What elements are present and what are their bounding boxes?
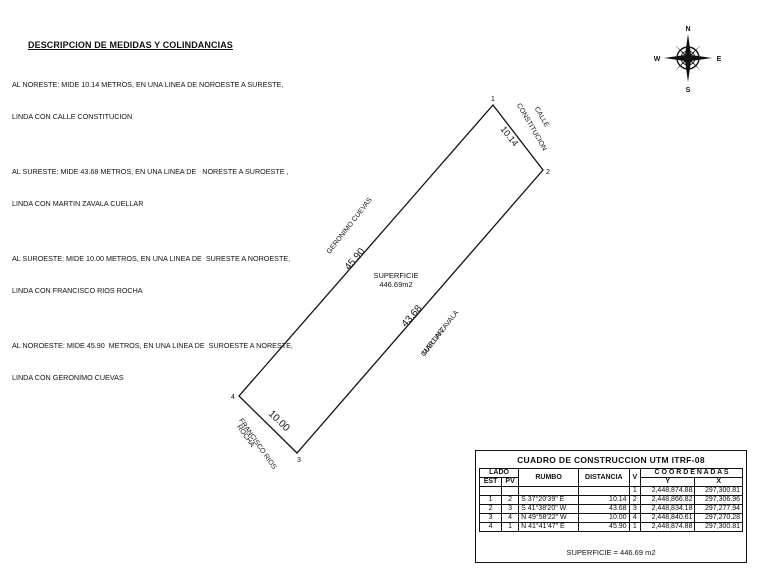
area-value: 446.69m2 (379, 280, 412, 289)
table-row: 4 1 N 41°41'47" E 45.90 1 2,448,874.88 2… (478, 522, 743, 532)
description-line: AL NORESTE: MIDE 10.14 METROS, EN UNA LI… (12, 80, 284, 89)
cell-rumbo: S 41°38'20" W (518, 504, 580, 514)
table-row: 2 3 S 41°38'20" W 43.68 3 2,448,834.18 2… (478, 504, 743, 514)
description-item-se: AL SURESTE: MIDE 43.68 METROS, EN UNA LI… (12, 146, 312, 230)
table-row: 1 2,448,874.88 297,300.81 (478, 486, 743, 496)
header-est: EST (478, 477, 503, 487)
cell-y: 2,448,866.82 (640, 495, 696, 505)
compass-west-point (664, 55, 688, 61)
description-item-ne: AL NORESTE: MIDE 10.14 METROS, EN UNA LI… (12, 59, 312, 143)
cell-rumbo: N 49°58'22" W (518, 513, 580, 523)
cell-rumbo (518, 486, 580, 496)
cell-distancia: 43.68 (578, 504, 630, 514)
header-x: X (694, 477, 743, 487)
cell-v: 1 (628, 522, 642, 532)
cell-est: 1 (478, 495, 503, 505)
cell-pv: 3 (501, 504, 520, 514)
vertex-label-2: 2 (546, 169, 550, 176)
cell-est: 2 (478, 504, 503, 514)
cell-y: 2,448,834.18 (640, 504, 696, 514)
cell-y: 2,448,840.61 (640, 513, 696, 523)
area-label: SUPERFICIE (373, 271, 418, 280)
compass-nw-point (675, 45, 688, 58)
description-line: LINDA CON FRANCISCO RIOS ROCHA (12, 285, 143, 295)
cell-x: 297,306.96 (694, 495, 743, 505)
compass-south-point (685, 58, 691, 82)
side-length-2-3: 43.68 (400, 303, 425, 329)
cell-v: 3 (628, 504, 642, 514)
construction-table: LADO RUMBO DISTANCIA V C O O R D E N A D… (478, 468, 743, 532)
compass-rose-icon: N S E W (654, 26, 722, 94)
cell-x: 297,300.81 (694, 522, 743, 532)
cell-pv: 4 (501, 513, 520, 523)
cell-y: 2,448,874.88 (640, 486, 696, 496)
description-block: DESCRIPCION DE MEDIDAS Y COLINDANCIAS AL… (12, 40, 312, 407)
cell-x: 297,270.28 (694, 513, 743, 523)
neighbor-se-line2: CUELLAR (420, 328, 445, 358)
cell-distancia: 10.00 (578, 513, 630, 523)
cell-est: 4 (478, 522, 503, 532)
compass-n-label: N (685, 26, 690, 33)
cell-pv (501, 486, 520, 496)
construction-table-title: CUADRO DE CONSTRUCCION UTM ITRF-08 (517, 455, 705, 465)
header-lado: LADO (478, 468, 520, 478)
header-pv: PV (501, 477, 520, 487)
description-item-nw: AL NOROESTE: MIDE 45.90 METROS, EN UNA L… (12, 320, 312, 404)
header-y: Y (640, 477, 696, 487)
compass-w-label: W (654, 56, 661, 63)
cell-v: 2 (628, 495, 642, 505)
compass-sw-point (675, 58, 688, 71)
cell-x: 297,277.94 (694, 504, 743, 514)
compass-east-point (688, 55, 712, 61)
cell-distancia (578, 486, 630, 496)
header-v: V (628, 468, 642, 487)
cell-pv: 1 (501, 522, 520, 532)
description-line: LINDA CON GERONIMO CUEVAS (12, 372, 124, 382)
description-line: AL NOROESTE: MIDE 45.90 METROS, EN UNA L… (12, 341, 293, 350)
construction-table-panel: CUADRO DE CONSTRUCCION UTM ITRF-08 LADO … (475, 450, 747, 563)
cell-pv: 2 (501, 495, 520, 505)
side-length-4-1: 45.90 (343, 246, 368, 273)
cell-est (478, 486, 503, 496)
header-rumbo: RUMBO (518, 468, 580, 487)
cell-y: 2,448,874.88 (640, 522, 696, 532)
description-line: LINDA CON MARTIN ZAVALA CUELLAR (12, 198, 144, 208)
cell-v: 4 (628, 513, 642, 523)
compass-ne-point (688, 45, 701, 58)
table-row: 3 4 N 49°58'22" W 10.00 4 2,448,840.61 2… (478, 513, 743, 523)
description-line: AL SURESTE: MIDE 43.68 METROS, EN UNA LI… (12, 167, 289, 176)
table-header-row: LADO RUMBO DISTANCIA V C O O R D E N A D… (478, 468, 743, 487)
cell-distancia: 45.90 (578, 522, 630, 532)
header-coordenadas: C O O R D E N A D A S (640, 468, 743, 478)
vertex-label-1: 1 (491, 96, 495, 103)
compass-se-point (688, 58, 701, 71)
cell-x: 297,300.81 (694, 486, 743, 496)
vertex-label-4: 4 (231, 394, 235, 401)
description-line: LINDA CON CALLE CONSTITUCION (12, 111, 133, 121)
compass-e-label: E (717, 56, 722, 63)
description-line: AL SUROESTE: MIDE 10.00 METROS, EN UNA L… (12, 254, 291, 263)
cell-rumbo: S 37°20'39" E (518, 495, 580, 505)
description-item-sw: AL SUROESTE: MIDE 10.00 METROS, EN UNA L… (12, 233, 312, 317)
cell-distancia: 10.14 (578, 495, 630, 505)
side-length-3-4: 10.00 (266, 409, 292, 435)
vertex-label-3: 3 (297, 457, 301, 464)
plot-boundary (238, 103, 544, 454)
table-row: 1 2 S 37°20'39" E 10.14 2 2,448,866.82 2… (478, 495, 743, 505)
compass-north-point (685, 34, 691, 58)
header-distancia: DISTANCIA (578, 468, 630, 487)
description-title: DESCRIPCION DE MEDIDAS Y COLINDANCIAS (28, 40, 233, 50)
cell-est: 3 (478, 513, 503, 523)
cell-rumbo: N 41°41'47" E (518, 522, 580, 532)
construction-table-footer: SUPERFICIE = 446.69 m2 (566, 548, 656, 557)
cell-v: 1 (628, 486, 642, 496)
neighbor-nw: GERONIMO CUEVAS (326, 196, 374, 255)
neighbor-ne-line2: CONSTITUCION (515, 102, 548, 152)
compass-s-label: S (686, 87, 691, 94)
